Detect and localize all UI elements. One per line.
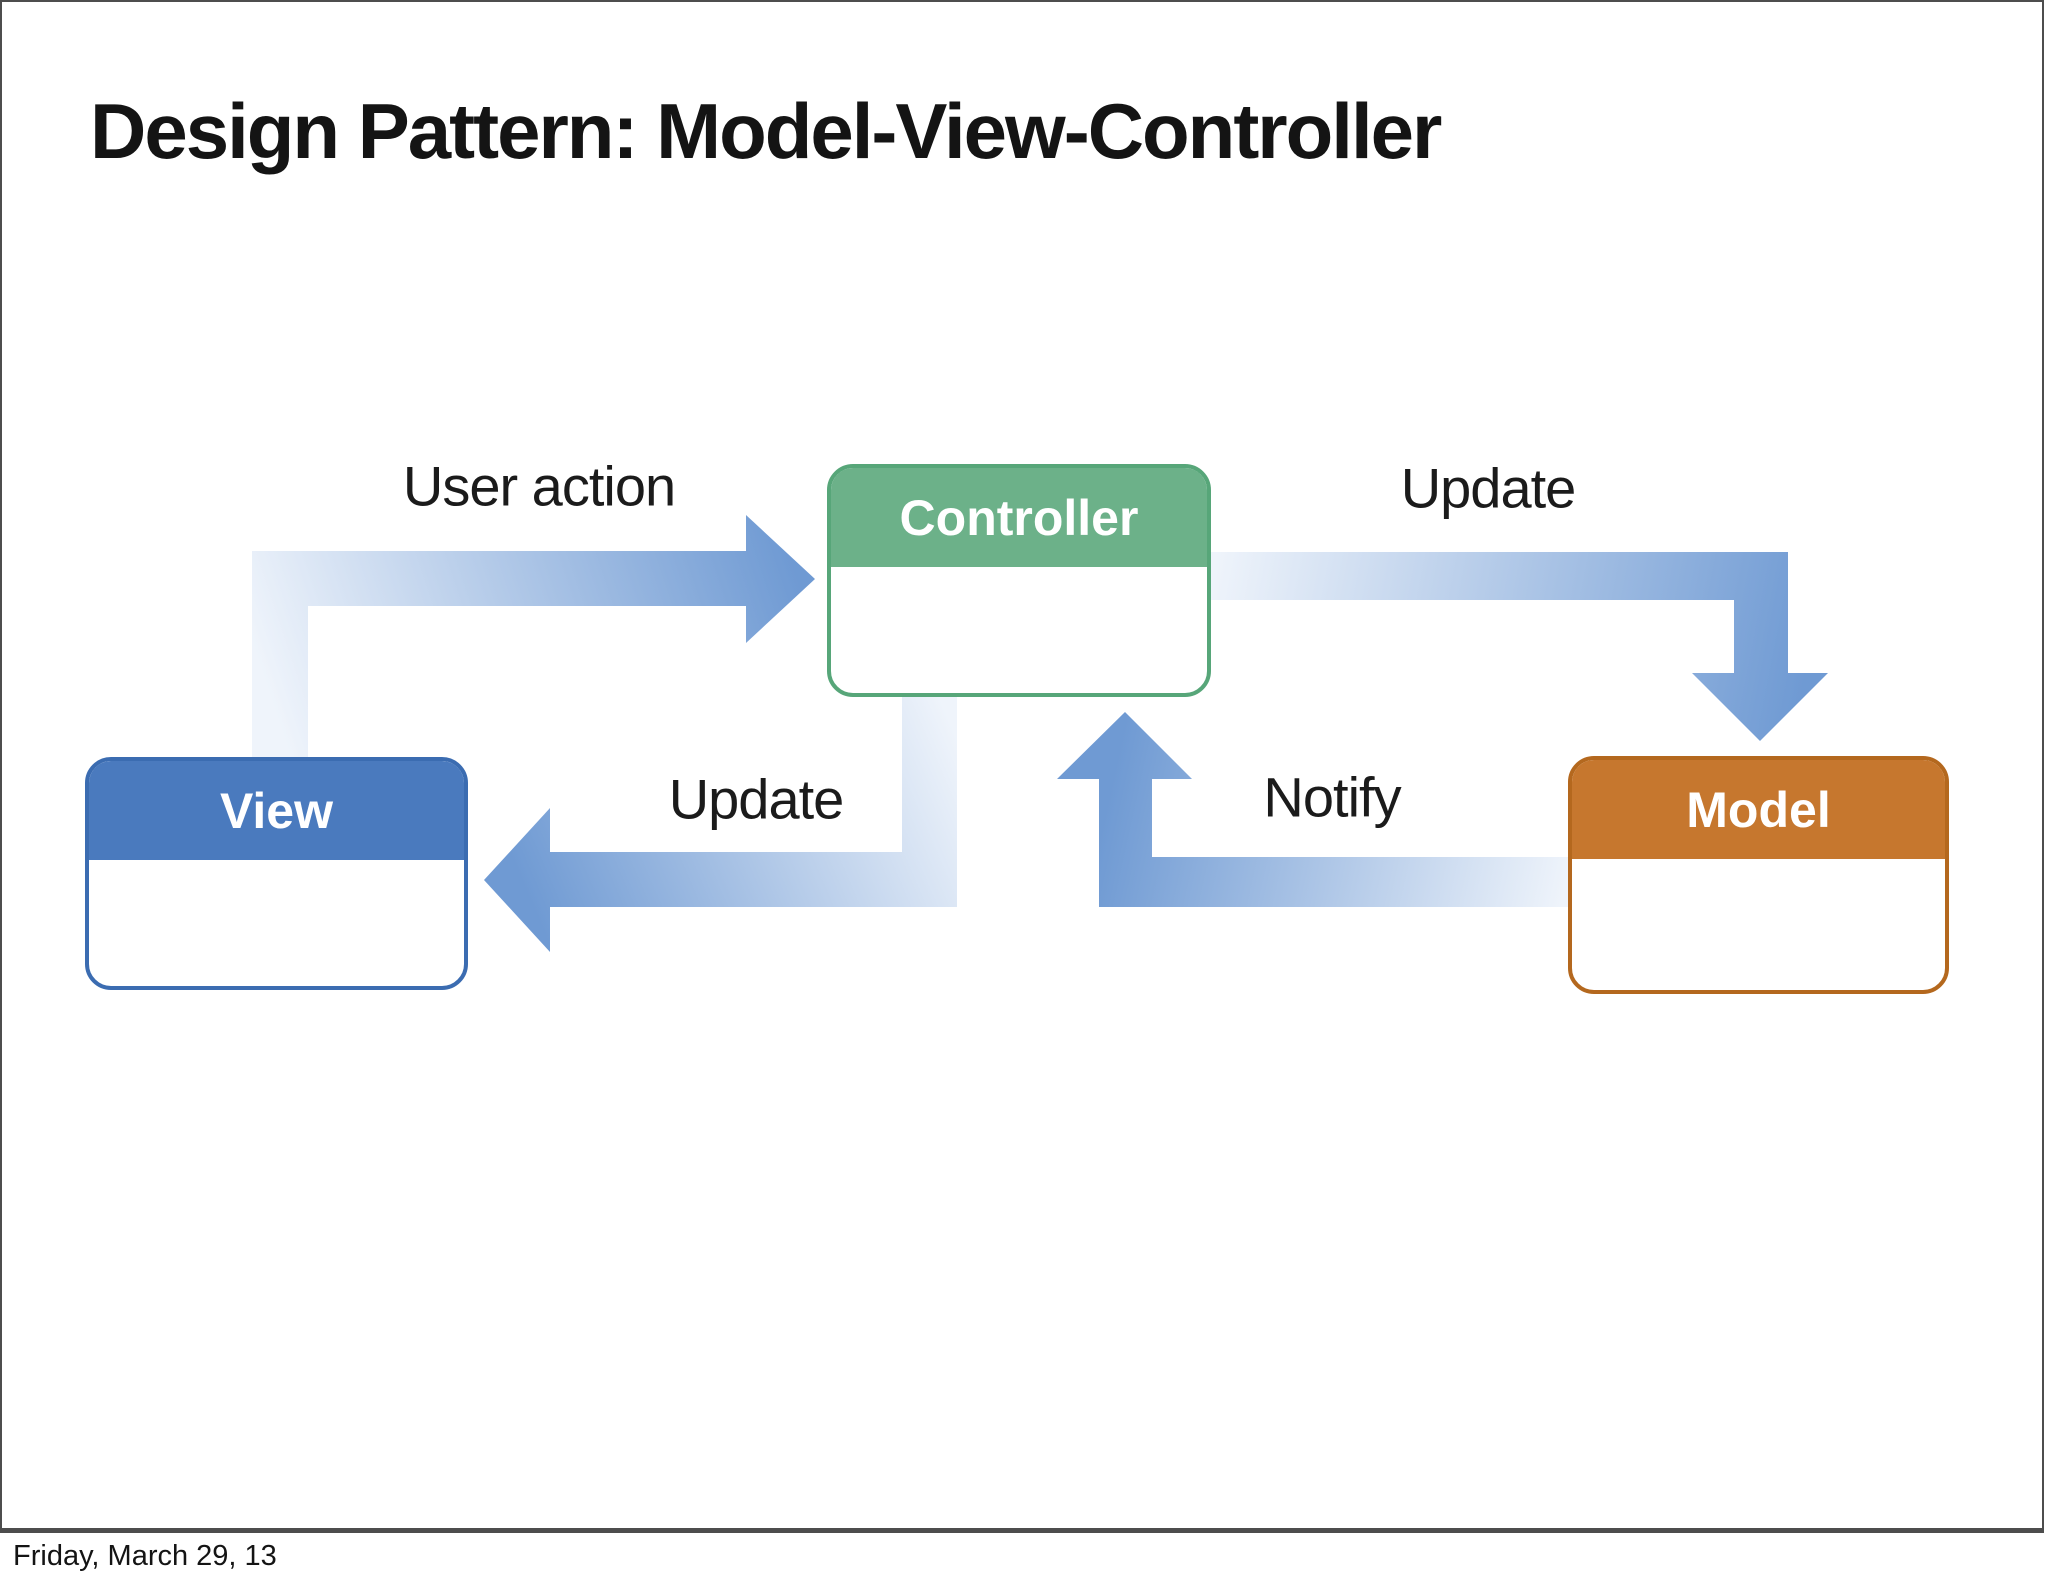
footer-date: Friday, March 29, 13 xyxy=(13,1540,277,1572)
update-view-label: Update xyxy=(668,767,845,831)
controller-node-header: Controller xyxy=(831,468,1207,567)
update-view-arrow xyxy=(484,694,957,952)
controller-node-label: Controller xyxy=(899,489,1139,546)
mvc-diagram-canvas xyxy=(252,515,1828,952)
notify-arrow xyxy=(1057,712,1572,907)
view-node-label: View xyxy=(219,782,334,839)
user-action-arrow xyxy=(252,515,815,760)
update-model-label: Update xyxy=(1400,456,1577,520)
notify-label: Notify xyxy=(1263,765,1401,829)
slide-title: Design Pattern: Model-View-Controller xyxy=(90,87,1442,175)
view-node: View xyxy=(85,757,468,990)
view-node-header: View xyxy=(89,761,464,860)
controller-node: Controller xyxy=(827,464,1211,697)
update-model-arrow xyxy=(1208,552,1828,741)
model-node: Model xyxy=(1568,756,1949,994)
model-node-label: Model xyxy=(1686,781,1831,838)
model-node-header: Model xyxy=(1572,760,1945,859)
slide-canvas: Design Pattern: Model-View-Controller xyxy=(0,0,2044,1533)
user-action-label: User action xyxy=(402,454,676,518)
